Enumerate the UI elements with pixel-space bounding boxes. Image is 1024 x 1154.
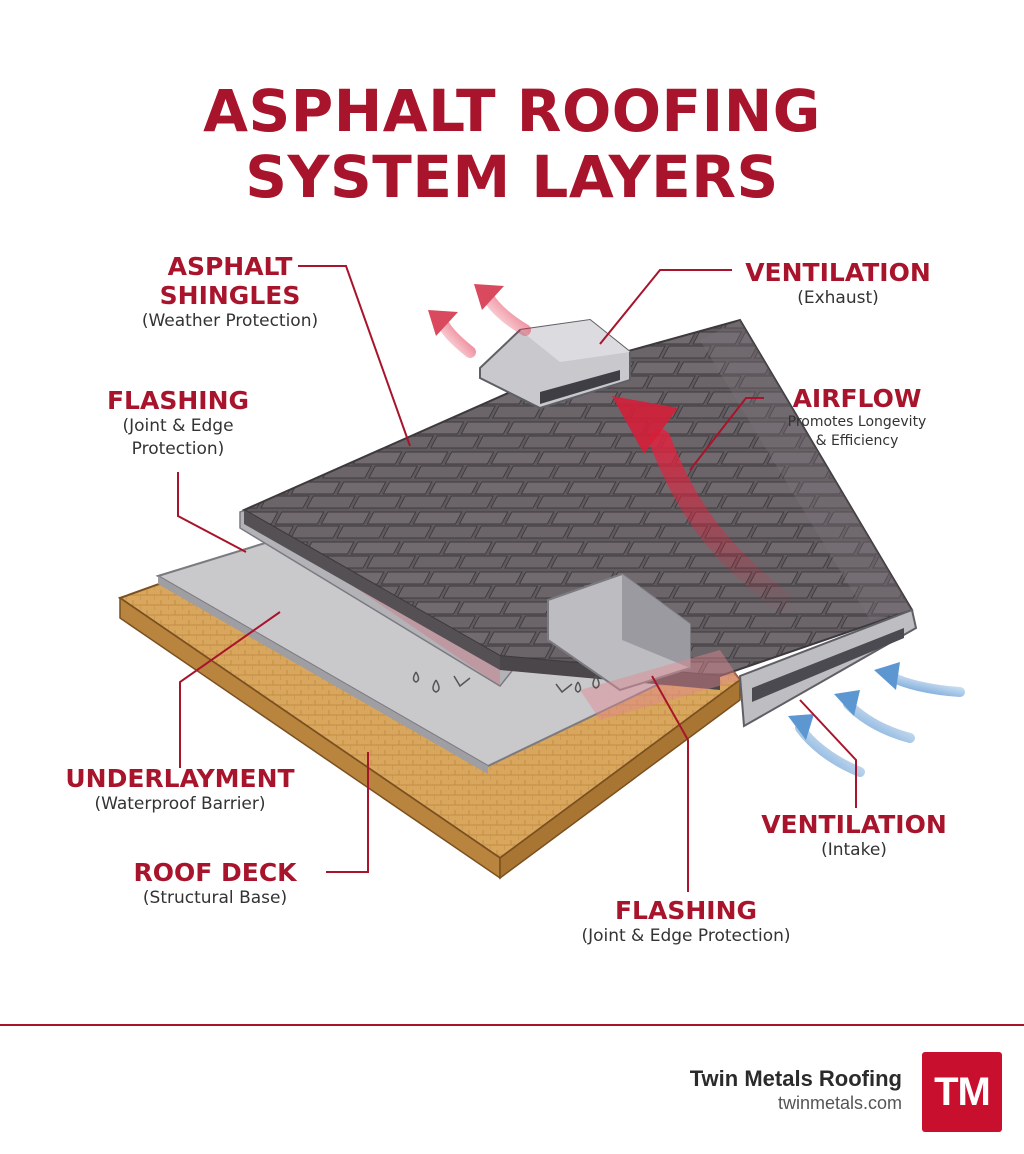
label-ventilation-intake: VENTILATION (Intake) xyxy=(761,810,947,860)
title-line-2: SYSTEM LAYERS xyxy=(245,143,779,211)
intake-arrows xyxy=(788,662,965,777)
label-ventilation-exhaust: VENTILATION (Exhaust) xyxy=(745,258,931,308)
shingle-roof-shape xyxy=(241,318,914,690)
label-airflow: AIRFLOW Promotes Longevity & Efficiency xyxy=(787,384,927,449)
airflow-arrow xyxy=(612,396,791,611)
company-url: twinmetals.com xyxy=(777,1093,902,1113)
label-underlayment: UNDERLAYMENT (Waterproof Barrier) xyxy=(65,764,295,814)
company-logo: TM xyxy=(922,1052,1002,1132)
label-flashing-bottom: FLASHING (Joint & Edge Protection) xyxy=(581,896,791,946)
label-asphalt-shingles: ASPHALT SHINGLES (Weather Protection) xyxy=(141,252,319,331)
flashing-boot-shape xyxy=(547,572,740,720)
label-roof-deck: ROOF DECK (Structural Base) xyxy=(133,858,297,908)
roof-diagram xyxy=(117,265,965,892)
leader-lines xyxy=(177,265,857,892)
footer-divider xyxy=(0,1024,1024,1026)
water-drop-icons xyxy=(412,671,600,694)
brand-block: Twin Metals Roofing twinmetals.com xyxy=(690,1066,902,1114)
title-line-1: ASPHALT ROOFING xyxy=(203,77,821,145)
eave-vent-shape xyxy=(738,608,918,728)
label-flashing-left: FLASHING (Joint & Edge Protection) xyxy=(106,386,250,459)
company-name: Twin Metals Roofing xyxy=(689,1066,902,1091)
exhaust-arrows xyxy=(428,284,531,358)
ridge-vent-shape xyxy=(479,318,631,410)
page-title: ASPHALT ROOFING SYSTEM LAYERS xyxy=(0,78,1024,210)
